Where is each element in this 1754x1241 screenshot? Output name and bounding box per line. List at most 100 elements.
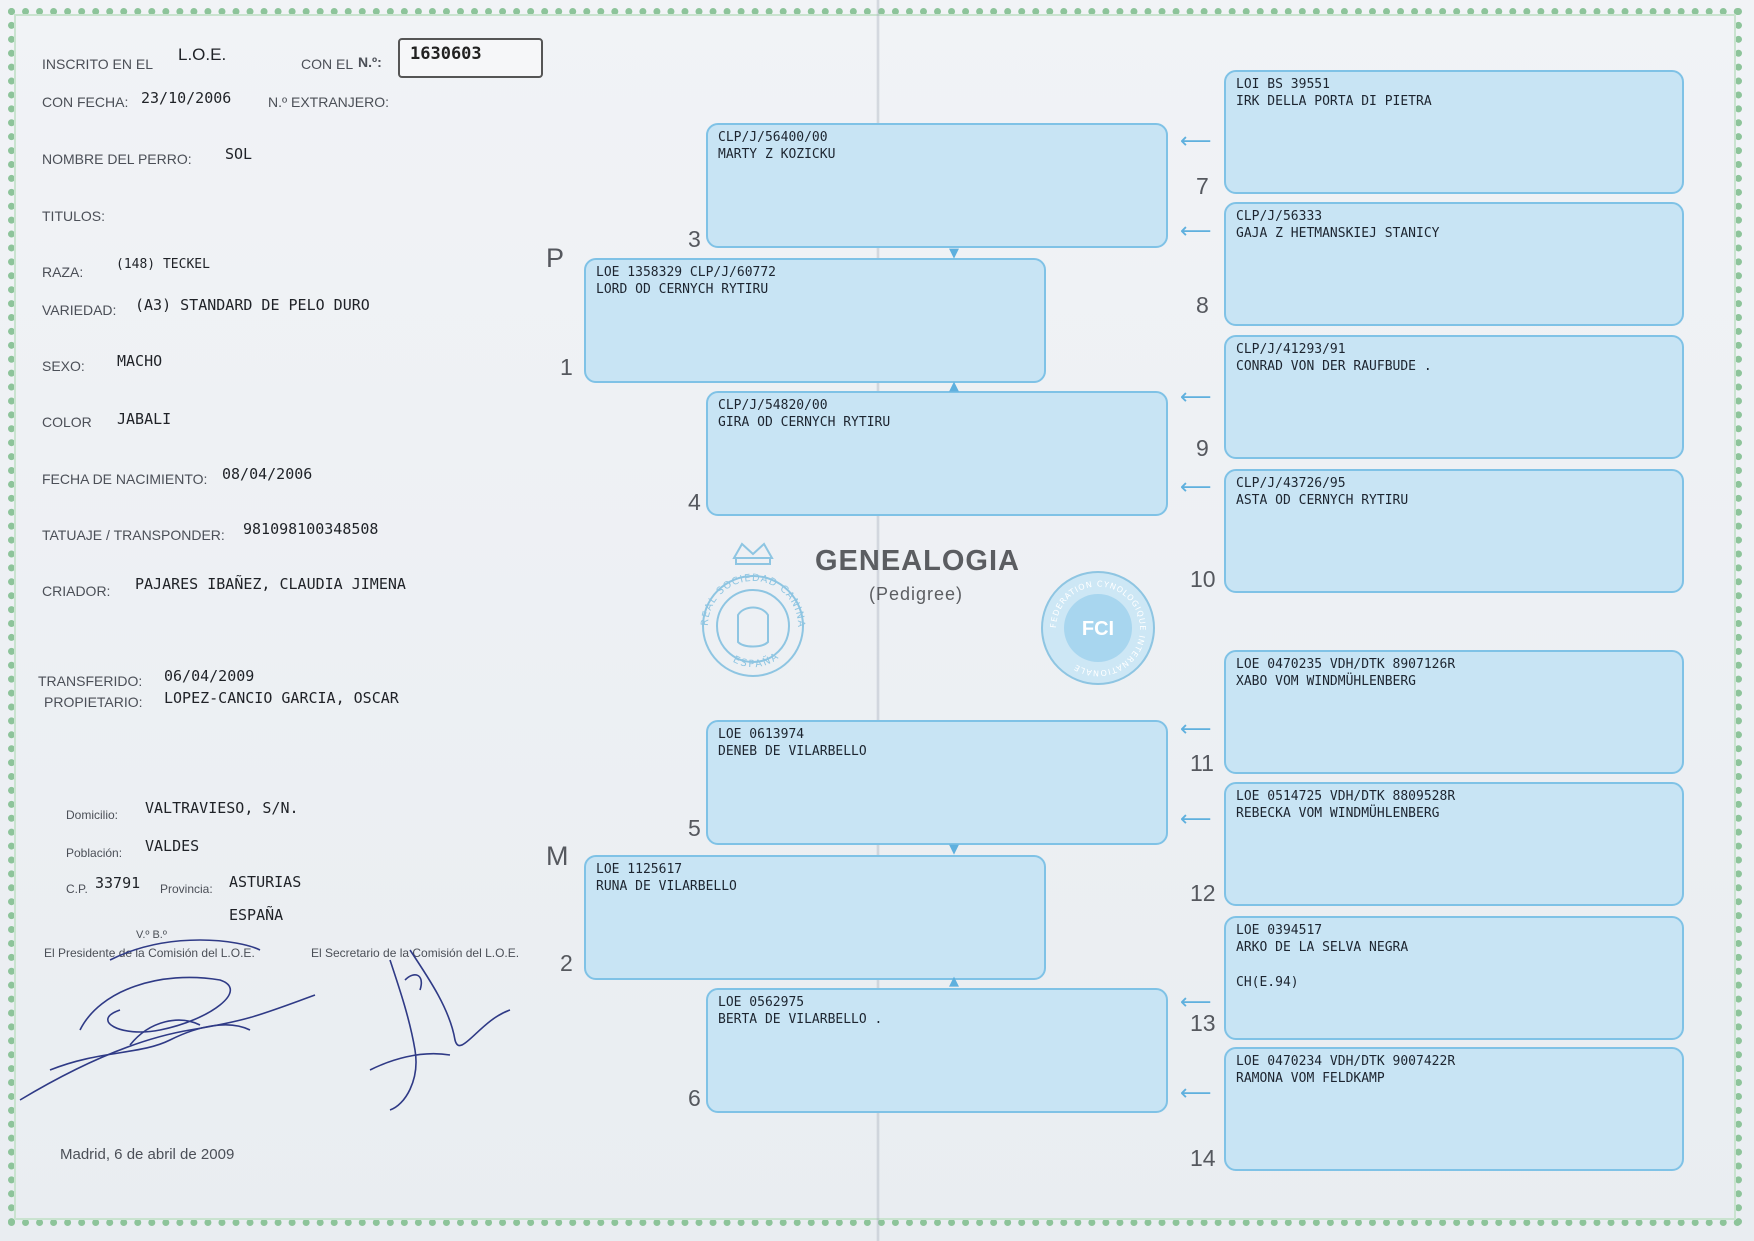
arrow-left-icon: ⟵ <box>1180 219 1212 244</box>
arrow-up-icon: ▲ <box>949 974 959 989</box>
tatuaje-label: TATUAJE / TRANSPONDER: <box>42 527 225 543</box>
transferido-value: 06/04/2009 <box>164 667 255 685</box>
ancestor-name: CONRAD VON DER RAUFBUDE . <box>1236 359 1432 374</box>
registration-number: 1630603 <box>410 44 482 64</box>
seal-text-bottom: ESPAÑA <box>731 650 780 670</box>
ancestor-name: REBECKA VOM WINDMÜHLENBERG <box>1236 806 1440 821</box>
rsce-seal: REAL SOCIEDAD CANINA ESPAÑA <box>700 542 806 677</box>
vb-label: V.º B.º <box>136 929 167 941</box>
ancestor-reg: CLP/J/43726/95 <box>1236 476 1346 491</box>
domicilio-label: Domicilio: <box>66 808 119 822</box>
sexo-label: SEXO: <box>42 358 85 374</box>
position-number-4: 4 <box>688 489 701 515</box>
pais-value: ESPAÑA <box>229 906 284 924</box>
svg-text:ESPAÑA: ESPAÑA <box>731 650 782 670</box>
document-subtitle: (Pedigree) <box>869 584 964 604</box>
ancestor-box-4: CLP/J/54820/00 GIRA OD CERNYCH RYTIRU <box>706 391 1168 516</box>
position-number-12: 12 <box>1190 880 1216 906</box>
svg-text:REAL SOCIEDAD CANINA: REAL SOCIEDAD CANINA <box>700 573 806 628</box>
document-title: GENEALOGIA <box>815 545 1020 577</box>
ancestor-reg: CLP/J/41293/91 <box>1236 342 1346 357</box>
position-number-1: 1 <box>560 354 573 380</box>
position-number-9: 9 <box>1196 435 1209 461</box>
secretary-signature <box>369 949 511 1111</box>
position-number-14: 14 <box>1190 1145 1216 1171</box>
ancestor-name: RUNA DE VILARBELLO <box>596 879 737 894</box>
fold-line <box>876 0 880 1241</box>
ancestor-name: LORD OD CERNYCH RYTIRU <box>596 282 769 297</box>
arrow-left-icon: ⟵ <box>1180 807 1212 832</box>
arrow-up-icon: ▲ <box>949 379 959 394</box>
ancestor-reg: CLP/J/54820/00 <box>718 398 828 413</box>
propietario-label: PROPIETARIO: <box>44 694 143 710</box>
ancestor-box-13: LOE 0394517 ARKO DE LA SELVA NEGRA CH(E.… <box>1224 916 1684 1040</box>
arrow-down-icon: ▼ <box>949 842 959 857</box>
con-fecha-label: CON FECHA: <box>42 94 129 110</box>
ancestor-box-5: LOE 0613974 DENEB DE VILARBELLO <box>706 720 1168 845</box>
position-number-5: 5 <box>688 815 701 841</box>
poblacion-value: VALDES <box>145 837 200 855</box>
domicilio-value: VALTRAVIESO, S/N. <box>145 799 299 817</box>
sire-letter: P <box>546 243 565 273</box>
ancestor-box-10: CLP/J/43726/95 ASTA OD CERNYCH RYTIRU <box>1224 469 1684 593</box>
transferido-label: TRANSFERIDO: <box>38 673 143 689</box>
ancestor-reg: LOE 0394517 <box>1236 923 1323 938</box>
ancestor-reg: LOE 1125617 <box>596 862 683 877</box>
nombre-value: SOL <box>225 145 253 163</box>
cp-label: C.P. <box>66 882 88 896</box>
con-el-label: CON EL <box>301 56 354 72</box>
nacimiento-value: 08/04/2006 <box>222 465 313 483</box>
inscrito-label: INSCRITO EN EL <box>42 56 153 72</box>
ancestor-name: DENEB DE VILARBELLO <box>718 744 867 759</box>
color-label: COLOR <box>42 414 92 430</box>
inscrito-value: L.O.E. <box>178 45 227 64</box>
tatuaje-value: 981098100348508 <box>243 520 379 538</box>
nacimiento-label: FECHA DE NACIMIENTO: <box>42 471 208 487</box>
ancestor-box-1: LOE 1358329 CLP/J/60772 LORD OD CERNYCH … <box>584 258 1046 383</box>
criador-label: CRIADOR: <box>42 583 111 599</box>
ancestor-reg: LOE 0514725 VDH/DTK 8809528R <box>1236 789 1456 804</box>
ancestor-box-7: LOI BS 39551 IRK DELLA PORTA DI PIETRA <box>1224 70 1684 194</box>
ancestor-reg: LOE 0470234 VDH/DTK 9007422R <box>1236 1054 1456 1069</box>
position-number-2: 2 <box>560 950 573 976</box>
propietario-value: LOPEZ-CANCIO GARCIA, OSCAR <box>164 689 399 707</box>
presidente-label: El Presidente de la Comisión del L.O.E. <box>44 946 255 960</box>
ancestor-reg: LOE 0562975 <box>718 995 805 1010</box>
titulos-label: TITULOS: <box>42 208 106 224</box>
arrow-left-icon: ⟵ <box>1180 129 1212 154</box>
criador-value: PAJARES IBAÑEZ, CLAUDIA JIMENA <box>135 575 406 593</box>
ancestor-box-3: CLP/J/56400/00 MARTY Z KOZICKU <box>706 123 1168 248</box>
registration-number-box: 1630603 <box>398 38 543 78</box>
ancestor-name: MARTY Z KOZICKU <box>718 147 836 162</box>
ancestor-reg: CLP/J/56400/00 <box>718 130 828 145</box>
provincia-label: Provincia: <box>160 882 213 896</box>
secretario-label: El Secretario de la Comisión del L.O.E. <box>311 946 520 960</box>
fci-label: FCI <box>1082 618 1114 640</box>
poblacion-label: Población: <box>66 846 123 860</box>
ancestor-title: CH(E.94) <box>1236 975 1299 990</box>
ancestor-name: GAJA Z HETMANSKIEJ STANICY <box>1236 226 1440 241</box>
color-value: JABALI <box>117 410 172 428</box>
ancestor-name: GIRA OD CERNYCH RYTIRU <box>718 415 891 430</box>
fci-logo: FEDERATION CYNOLOGIQUE INTERNATIONALE FC… <box>1041 571 1155 685</box>
position-number-7: 7 <box>1196 173 1209 199</box>
arrow-left-icon: ⟵ <box>1180 717 1212 742</box>
con-fecha-value: 23/10/2006 <box>141 89 232 107</box>
n-label: N.º: <box>358 54 382 70</box>
arrow-left-icon: ⟵ <box>1180 990 1212 1015</box>
ancestor-name: IRK DELLA PORTA DI PIETRA <box>1236 94 1432 109</box>
variedad-label: VARIEDAD: <box>42 302 117 318</box>
green-border <box>8 8 1742 1226</box>
ancestor-box-12: LOE 0514725 VDH/DTK 8809528R REBECKA VOM… <box>1224 782 1684 906</box>
arrow-down-icon: ▼ <box>949 246 959 261</box>
ancestor-name: XABO VOM WINDMÜHLENBERG <box>1236 674 1417 689</box>
ancestor-name: BERTA DE VILARBELLO . <box>718 1012 883 1027</box>
raza-label: RAZA: <box>42 264 84 280</box>
position-number-3: 3 <box>688 226 701 252</box>
position-number-10: 10 <box>1190 566 1216 592</box>
seal-text-top: REAL SOCIEDAD CANINA <box>700 573 805 628</box>
ancestor-reg: LOE 0470235 VDH/DTK 8907126R <box>1236 657 1456 672</box>
arrow-left-icon: ⟵ <box>1180 475 1212 500</box>
position-number-13: 13 <box>1190 1010 1216 1036</box>
